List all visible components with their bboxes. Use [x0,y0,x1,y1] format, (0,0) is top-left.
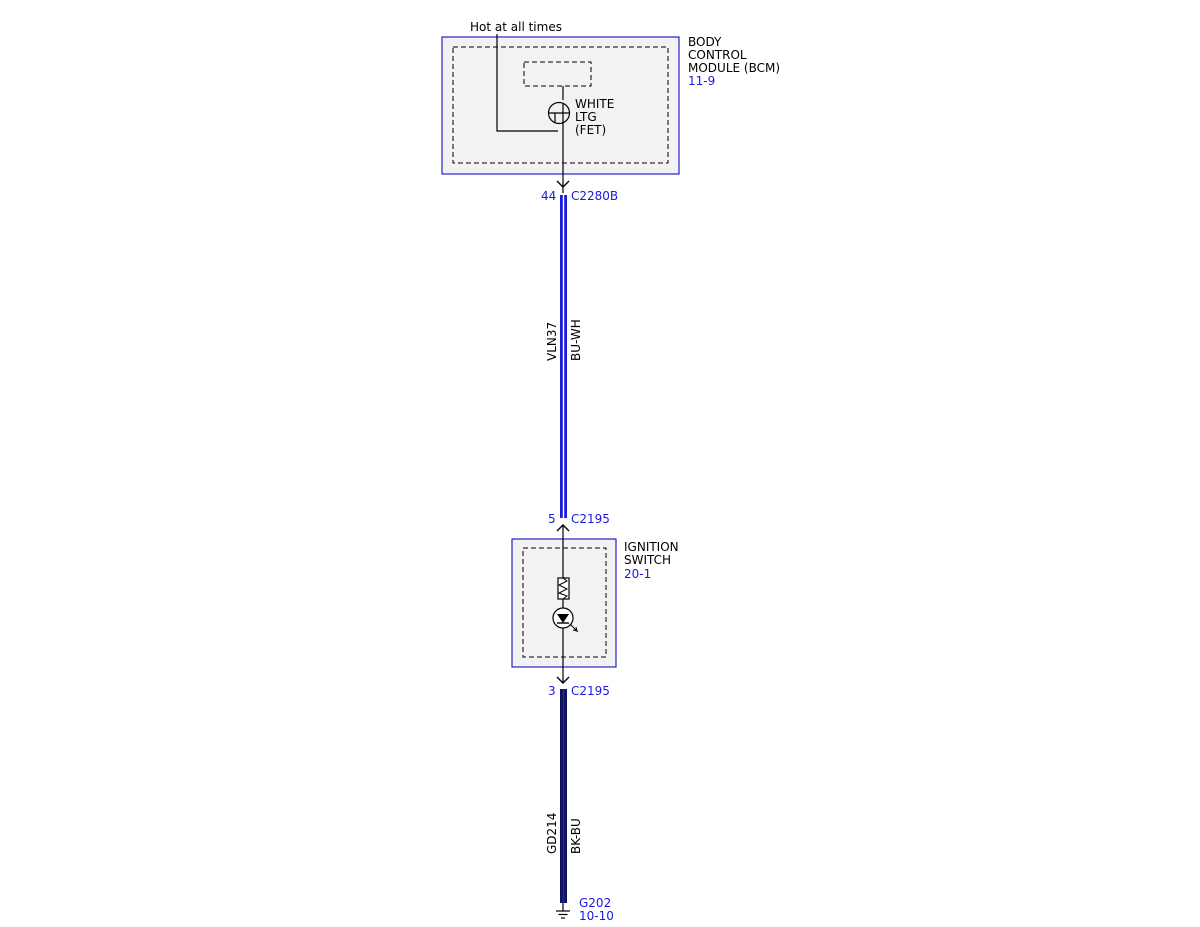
wire-vln37[interactable] [560,195,567,518]
bcm-connector-id[interactable]: C2280B [571,189,618,203]
bcm-output-line1: WHITE [575,97,614,111]
ground-name[interactable]: G202 [579,896,611,910]
ign-top-connector[interactable]: C2195 [571,512,610,526]
bcm-output-line3: (FET) [575,123,606,137]
ign-name-line1: IGNITION [624,540,679,554]
bcm-name-line3: MODULE (BCM) [688,61,780,75]
wire-2-color: BK-BU [569,818,583,854]
bcm-name-line2: CONTROL [688,48,747,62]
supply-wire [496,34,558,132]
bcm-ref-link[interactable]: 11-9 [688,74,715,88]
supply-label: Hot at all times [470,20,562,34]
ign-bottom-pin: 3 [548,684,556,698]
bcm-module[interactable] [441,36,680,175]
fet-transistor-icon [547,86,571,125]
ign-ref-link[interactable]: 20-1 [624,567,651,581]
wire-2-circuit: GD214 [545,813,559,854]
fuse-resistor-icon [557,577,570,600]
ground-ref-link[interactable]: 10-10 [579,909,614,923]
bcm-pin-number: 44 [541,189,556,203]
ign-top-pin: 5 [548,512,556,526]
wire-gd214[interactable] [560,689,567,903]
ign-bottom-connector[interactable]: C2195 [571,684,610,698]
wire-1-color: BU-WH [569,319,583,361]
ignition-switch-module[interactable] [511,538,617,668]
wire-1-circuit: VLN37 [545,322,559,361]
bcm-name-line1: BODY [688,35,722,49]
ground-icon [556,903,570,919]
bcm-output-line2: LTG [575,110,597,124]
ign-name-line2: SWITCH [624,553,671,567]
connector-arrow-icon [556,676,570,684]
